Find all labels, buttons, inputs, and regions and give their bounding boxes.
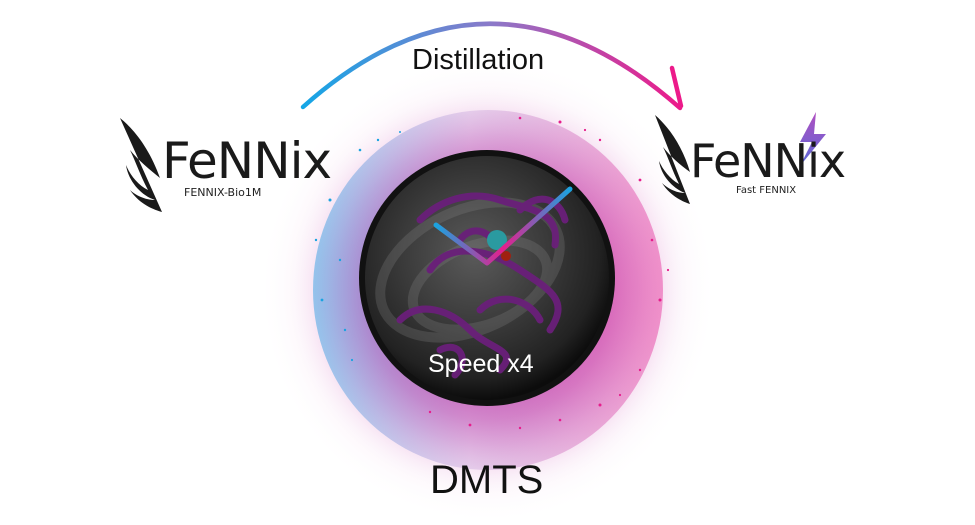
fast-fennix-wing-icon [655,115,690,204]
dmts-label: DMTS [430,458,544,502]
distillation-arrow [300,21,683,111]
lightning-icon [800,112,826,166]
particles [314,131,401,362]
fennix-wing-icon [120,118,162,212]
source-model-subtitle: FENNIX-Bio1M [184,186,262,199]
clock-hands [433,186,573,266]
target-model-subtitle: Fast FENNIX [736,185,797,196]
speed-label: Speed x4 [428,350,534,378]
protein-structure [396,192,569,379]
distillation-label: Distillation [412,44,545,76]
ligand [487,230,507,250]
target-model-logo: FeNNix [690,134,846,188]
source-model-logo: FeNNix [162,132,332,190]
